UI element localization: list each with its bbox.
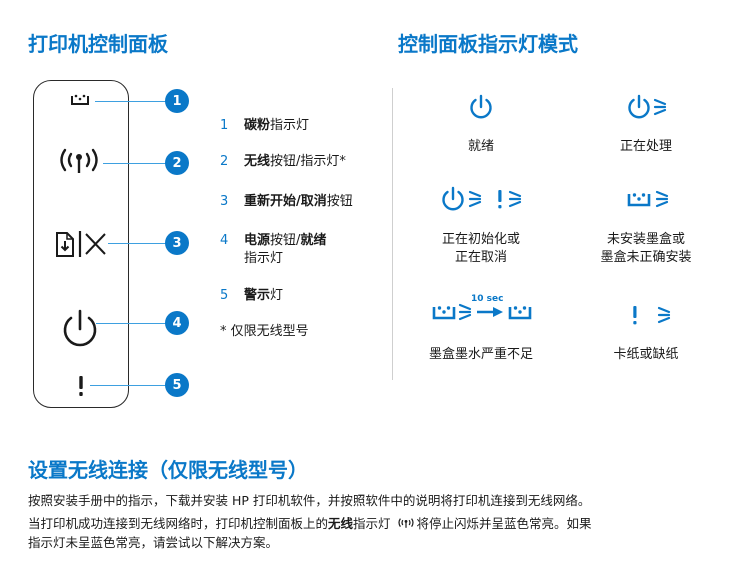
legend-number: 4 [220, 233, 229, 248]
mode-label-line: 未安装墨盒或 [606, 232, 685, 247]
control-panel-title: 打印机控制面板 [28, 32, 168, 56]
time-label: 10 sec [471, 294, 504, 304]
legend-rest: 按钮/ [270, 233, 301, 248]
legend-rest: 指示灯 [270, 118, 310, 133]
legend-rest: 按钮/指示灯* [270, 154, 346, 169]
paragraph-text: 当打印机成功连接到无线网络时，打印机控制面板上的 [28, 516, 329, 531]
legend-bold: 重新开始/取消 [244, 194, 327, 209]
attention-icon [79, 376, 83, 396]
light-patterns-title: 控制面板指示灯模式 [398, 32, 578, 56]
legend-bold-2: 就绪 [300, 233, 327, 248]
leader-line-5 [90, 385, 167, 386]
callout-badge-5: 5 [165, 373, 189, 397]
legend-line-2: 指示灯 [244, 251, 284, 266]
section-divider [392, 88, 393, 380]
wireless-setup-title: 设置无线连接（仅限无线型号） [28, 458, 308, 482]
legend-rest: 按钮 [326, 194, 353, 209]
wireless-paragraph-1: 按照安装手册中的指示，下载并安装 HP 打印机软件，并按照软件中的说明将打印机连… [28, 493, 591, 508]
wireless-paragraph-3: 指示灯未呈蓝色常亮，请尝试以下解决方案。 [28, 535, 279, 550]
legend-bold: 无线 [244, 154, 271, 169]
legend-number: 2 [220, 154, 229, 169]
blink-indicator-icon [458, 303, 472, 321]
footnote-text: * 仅限无线型号 [220, 324, 309, 339]
legend-bold: 碳粉 [244, 118, 271, 133]
callout-badge-4: 4 [165, 311, 189, 335]
blink-indicator-icon [657, 306, 671, 324]
mode-label-line: 墨盒未正确安装 [600, 250, 692, 265]
callout-badge-2: 2 [165, 151, 189, 175]
callout-badge-1: 1 [165, 89, 189, 113]
control-panel-outline [33, 80, 129, 408]
wireless-paragraph-2: 当打印机成功连接到无线网络时，打印机控制面板上的无线指示灯 将停止闪烁并呈蓝色常… [28, 514, 592, 533]
paragraph-text: 将停止闪烁并呈蓝色常亮。如果 [416, 516, 592, 531]
paragraph-text: 指示灯 [353, 516, 391, 531]
resume-cancel-icon[interactable] [55, 230, 107, 258]
wireless-icon[interactable] [56, 146, 102, 176]
power-icon [442, 186, 464, 211]
mode-label-no-cartridge: 未安装墨盒或 墨盒未正确安装 [566, 231, 726, 267]
mode-label-paper-jam: 卡纸或缺纸 [613, 347, 679, 362]
leader-line-3 [108, 243, 167, 244]
mode-label-processing: 正在处理 [619, 139, 672, 154]
leader-line-1 [95, 101, 167, 102]
toner-icon [432, 306, 456, 320]
blink-indicator-icon [508, 190, 522, 208]
leader-line-4 [96, 323, 167, 324]
legend-number: 1 [220, 118, 229, 133]
blink-indicator-icon [655, 190, 669, 208]
power-icon[interactable] [59, 308, 101, 350]
mode-label-ready: 就绪 [467, 139, 494, 154]
legend-number: 3 [220, 194, 229, 209]
mode-label-line: 正在初始化或 [441, 232, 520, 247]
attention-icon [633, 306, 637, 325]
legend-number: 5 [220, 288, 229, 303]
paragraph-bold: 无线 [328, 516, 354, 531]
toner-icon [71, 94, 89, 105]
arrow-icon [477, 307, 503, 317]
power-icon [628, 94, 650, 119]
toner-icon [508, 306, 532, 320]
legend-rest: 灯 [270, 288, 284, 303]
leader-line-2 [103, 163, 167, 164]
toner-icon [627, 193, 651, 207]
legend-bold: 电源 [244, 233, 271, 248]
callout-badge-3: 3 [165, 231, 189, 255]
mode-label-line: 正在取消 [454, 250, 507, 265]
wireless-icon [397, 518, 414, 528]
blink-indicator-icon [468, 190, 482, 208]
legend-bold: 警示 [244, 288, 271, 303]
power-icon [470, 94, 492, 119]
attention-icon [498, 190, 502, 209]
mode-label-initializing: 正在初始化或 正在取消 [401, 231, 561, 267]
mode-label-very-low-ink: 墨盒墨水严重不足 [428, 347, 533, 362]
blink-indicator-icon [653, 98, 667, 116]
